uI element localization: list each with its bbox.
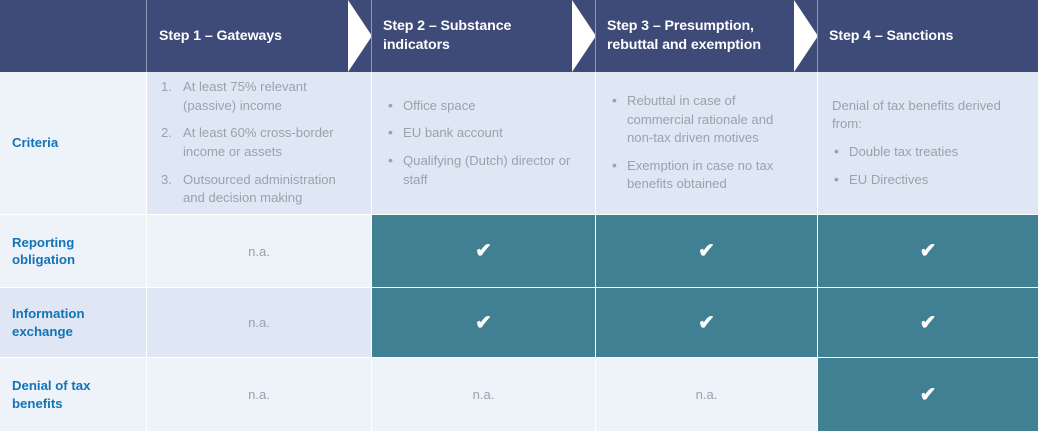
row-header-denial-of-tax-benefits: Denial of tax benefits [0,358,147,431]
bullet-list-presumption: Rebuttal in case of commercial rationale… [610,91,803,194]
cell-denial-step-1: n.a. [147,358,372,431]
cell-denial-step-3: n.a. [596,358,818,431]
criteria-step-4-lead: Denial of tax benefits derived from: [832,97,1001,132]
cell-information-step-1: n.a. [147,288,372,358]
cell-reporting-step-2: ✔ [372,215,596,288]
list-item: Outsourced administration and decision m… [161,171,336,206]
header-separator-2 [595,0,597,72]
check-icon: ✔ [698,240,715,262]
cell-criteria-step-1: At least 75% relevant (passive) income A… [147,72,372,215]
cell-reporting-step-1: n.a. [147,215,372,288]
cell-information-step-2: ✔ [372,288,596,358]
header-step-3-label: Step 3 – Presumption, rebuttal and exemp… [607,18,761,53]
matrix-body: Criteria At least 75% relevant (passive)… [0,72,1038,431]
bullet-list-substance: Office space EU bank account Qualifying … [386,96,581,189]
cell-criteria-step-2: Office space EU bank account Qualifying … [372,72,596,215]
header-step-3[interactable]: Step 3 – Presumption, rebuttal and exemp… [596,0,818,72]
na-value: n.a. [248,243,270,259]
na-value: n.a. [472,387,495,402]
row-header-information-exchange: Information exchange [0,288,147,358]
row-header-criteria: Criteria [0,72,147,215]
list-item: EU Directives [834,170,1024,190]
matrix-header-row: Step 1 – Gateways Step 2 – Substance ind… [0,0,1038,72]
list-item: Double tax treaties [834,142,1024,162]
na-value: n.a. [248,387,270,402]
row-label-criteria: Criteria [12,135,59,151]
criteria-step-3-content: Rebuttal in case of commercial rationale… [596,91,817,194]
check-icon: ✔ [919,240,937,262]
header-corner-cell [0,0,147,72]
cell-denial-step-2: n.a. [372,358,596,431]
header-step-1-label: Step 1 – Gateways [159,27,282,44]
table-row: Reporting obligation n.a. ✔ ✔ ✔ [0,215,1038,288]
list-item: Rebuttal in case of commercial rationale… [612,91,803,148]
row-label-denial-of-tax-benefits: Denial of tax benefits [12,378,91,411]
header-separator-1 [371,0,373,72]
table-row: Denial of tax benefits n.a. n.a. n.a. ✔ [0,358,1038,431]
na-value: n.a. [695,387,718,402]
header-step-4-label: Step 4 – Sanctions [829,27,954,44]
header-separator-0 [146,0,148,72]
cell-reporting-step-3: ✔ [596,215,818,288]
header-step-1[interactable]: Step 1 – Gateways [147,0,372,72]
list-item: At least 75% relevant (passive) income [161,78,307,113]
list-item: Exemption in case no tax benefits obtain… [612,156,803,194]
check-icon: ✔ [698,311,715,334]
list-item: At least 60% cross-border income or asse… [161,124,334,159]
criteria-step-4-content: Denial of tax benefits derived from: Dou… [818,97,1038,189]
cell-information-step-3: ✔ [596,288,818,358]
cell-criteria-step-4: Denial of tax benefits derived from: Dou… [818,72,1038,215]
cell-information-step-4: ✔ [818,288,1038,358]
header-step-2[interactable]: Step 2 – Substance indicators [372,0,596,72]
na-value: n.a. [248,315,270,330]
header-step-2-label: Step 2 – Substance indicators [383,18,512,53]
check-icon: ✔ [919,311,937,334]
list-item: Office space [388,96,581,116]
criteria-step-2-content: Office space EU bank account Qualifying … [372,96,595,189]
header-separator-3 [817,0,819,72]
criteria-step-1-content: At least 75% relevant (passive) income A… [147,78,371,207]
cell-denial-step-4: ✔ [818,358,1038,431]
check-icon: ✔ [475,240,492,262]
list-item: EU bank account [388,123,581,143]
row-header-reporting-obligation: Reporting obligation [0,215,147,288]
table-row: Criteria At least 75% relevant (passive)… [0,72,1038,215]
header-step-4[interactable]: Step 4 – Sanctions [818,0,1038,72]
table-row: Information exchange n.a. ✔ ✔ ✔ [0,288,1038,358]
numbered-list-gateways: At least 75% relevant (passive) income A… [161,78,357,207]
list-item: Qualifying (Dutch) director or staff [388,151,581,189]
cell-reporting-step-4: ✔ [818,215,1038,288]
row-label-reporting-obligation: Reporting obligation [12,234,75,267]
check-icon: ✔ [919,383,937,406]
row-label-information-exchange: Information exchange [12,306,85,339]
cell-criteria-step-3: Rebuttal in case of commercial rationale… [596,72,818,215]
check-icon: ✔ [475,311,492,334]
bullet-list-sanctions: Double tax treaties EU Directives [832,142,1024,190]
